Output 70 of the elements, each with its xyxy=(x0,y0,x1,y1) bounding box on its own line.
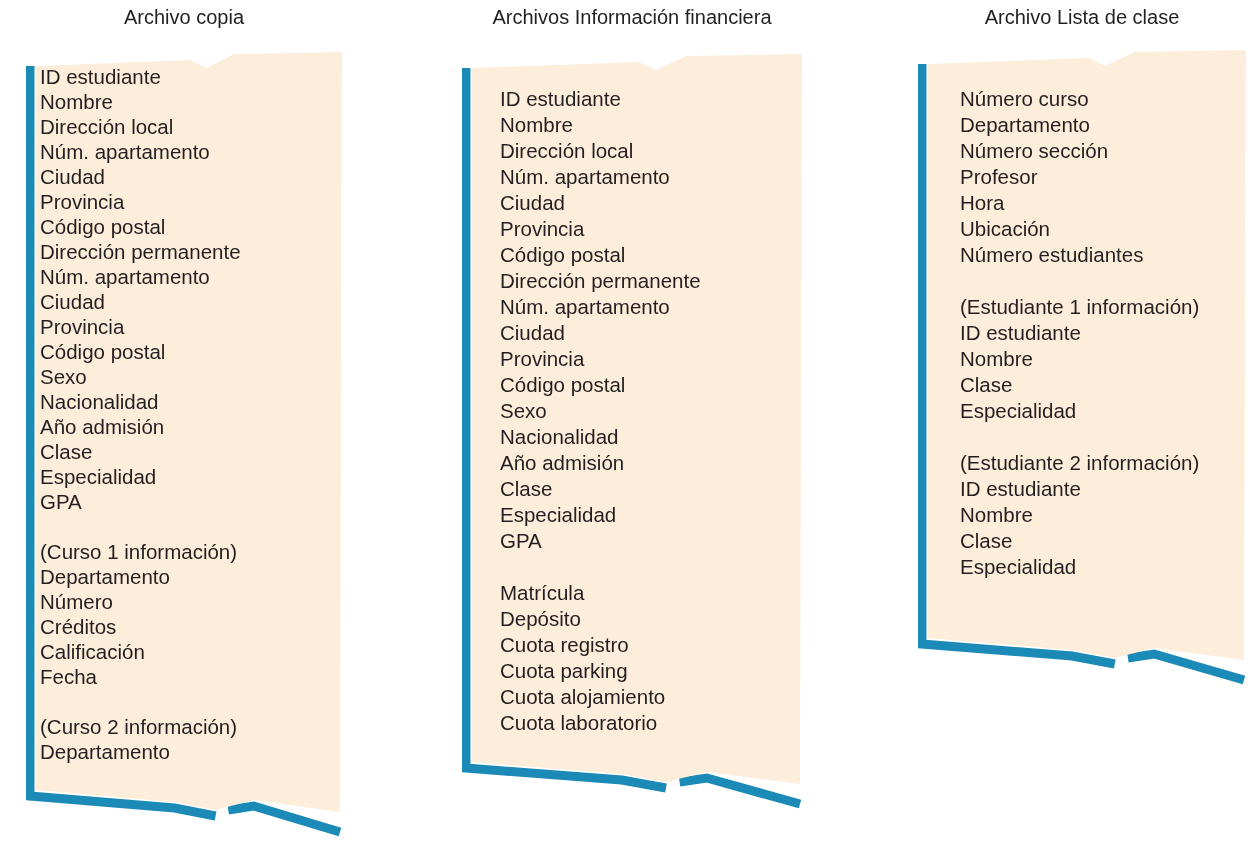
field-name: Ubicación xyxy=(960,216,1051,242)
field-name: (Curso 1 información) xyxy=(40,539,238,564)
field-name: Especialidad xyxy=(40,464,157,489)
field-name: Nombre xyxy=(40,89,113,114)
field-name: Núm. apartamento xyxy=(500,294,670,320)
file-title: Archivo copia xyxy=(123,6,245,29)
field-name: Año admisión xyxy=(40,414,165,439)
field-name: Matrícula xyxy=(500,580,585,606)
field-name: Código postal xyxy=(40,214,166,239)
field-name: Ciudad xyxy=(40,289,105,314)
field-name: Dirección permanente xyxy=(40,239,241,264)
field-name: GPA xyxy=(40,489,82,514)
field-name: Clase xyxy=(960,528,1013,554)
field-name: Sexo xyxy=(500,398,547,424)
field-name: Ciudad xyxy=(500,320,565,346)
field-name: Número curso xyxy=(960,86,1089,112)
field-name: GPA xyxy=(500,528,542,554)
field-name: Créditos xyxy=(40,614,117,639)
field-name: Dirección local xyxy=(500,138,634,164)
field-name: Provincia xyxy=(500,216,585,242)
field-name: ID estudiante xyxy=(500,86,621,112)
field-name: Código postal xyxy=(500,242,626,268)
field-name: Provincia xyxy=(40,189,125,214)
field-name: Hora xyxy=(960,190,1005,216)
field-name: Profesor xyxy=(960,164,1038,190)
field-name: Cuota parking xyxy=(500,658,628,684)
field-name: Sexo xyxy=(40,364,87,389)
field-name: Dirección local xyxy=(40,114,174,139)
field-name: Cuota alojamiento xyxy=(500,684,666,710)
field-name: Especialidad xyxy=(960,398,1077,424)
field-name: Año admisión xyxy=(500,450,625,476)
field-name: Número sección xyxy=(960,138,1109,164)
field-name: Ciudad xyxy=(40,164,105,189)
field-name: ID estudiante xyxy=(960,476,1081,502)
field-name: Nacionalidad xyxy=(40,389,159,414)
field-name: Especialidad xyxy=(960,554,1077,580)
field-name: Núm. apartamento xyxy=(500,164,670,190)
field-name: Provincia xyxy=(500,346,585,372)
field-name: Calificación xyxy=(40,639,145,664)
field-name: Código postal xyxy=(500,372,626,398)
field-name: Ciudad xyxy=(500,190,565,216)
field-name: Clase xyxy=(500,476,553,502)
field-name: Nombre xyxy=(960,346,1033,372)
field-name: Departamento xyxy=(40,564,170,589)
field-name: Especialidad xyxy=(500,502,617,528)
field-name: Núm. apartamento xyxy=(40,139,210,164)
field-name: Núm. apartamento xyxy=(40,264,210,289)
field-name: (Estudiante 2 información) xyxy=(960,450,1200,476)
field-name: ID estudiante xyxy=(40,64,161,89)
field-name: Nombre xyxy=(500,112,573,138)
field-name: Clase xyxy=(40,439,93,464)
field-name: Código postal xyxy=(40,339,166,364)
field-name: Clase xyxy=(960,372,1013,398)
field-name: Cuota laboratorio xyxy=(500,710,658,736)
file-title: Archivos Información financiera xyxy=(492,6,772,29)
file-title: Archivo Lista de clase xyxy=(984,6,1180,29)
field-name: Dirección permanente xyxy=(500,268,701,294)
field-name: ID estudiante xyxy=(960,320,1081,346)
field-name: Nacionalidad xyxy=(500,424,619,450)
field-name: Departamento xyxy=(960,112,1090,138)
field-name: (Estudiante 1 información) xyxy=(960,294,1200,320)
field-name: Nombre xyxy=(960,502,1033,528)
field-name: Fecha xyxy=(40,664,97,689)
field-name: Número xyxy=(40,589,113,614)
field-name: Depósito xyxy=(500,606,581,632)
field-name: Número estudiantes xyxy=(960,242,1144,268)
field-name: (Curso 2 información) xyxy=(40,714,238,739)
field-name: Cuota registro xyxy=(500,632,629,658)
field-name: Departamento xyxy=(40,739,170,764)
field-name: Provincia xyxy=(40,314,125,339)
